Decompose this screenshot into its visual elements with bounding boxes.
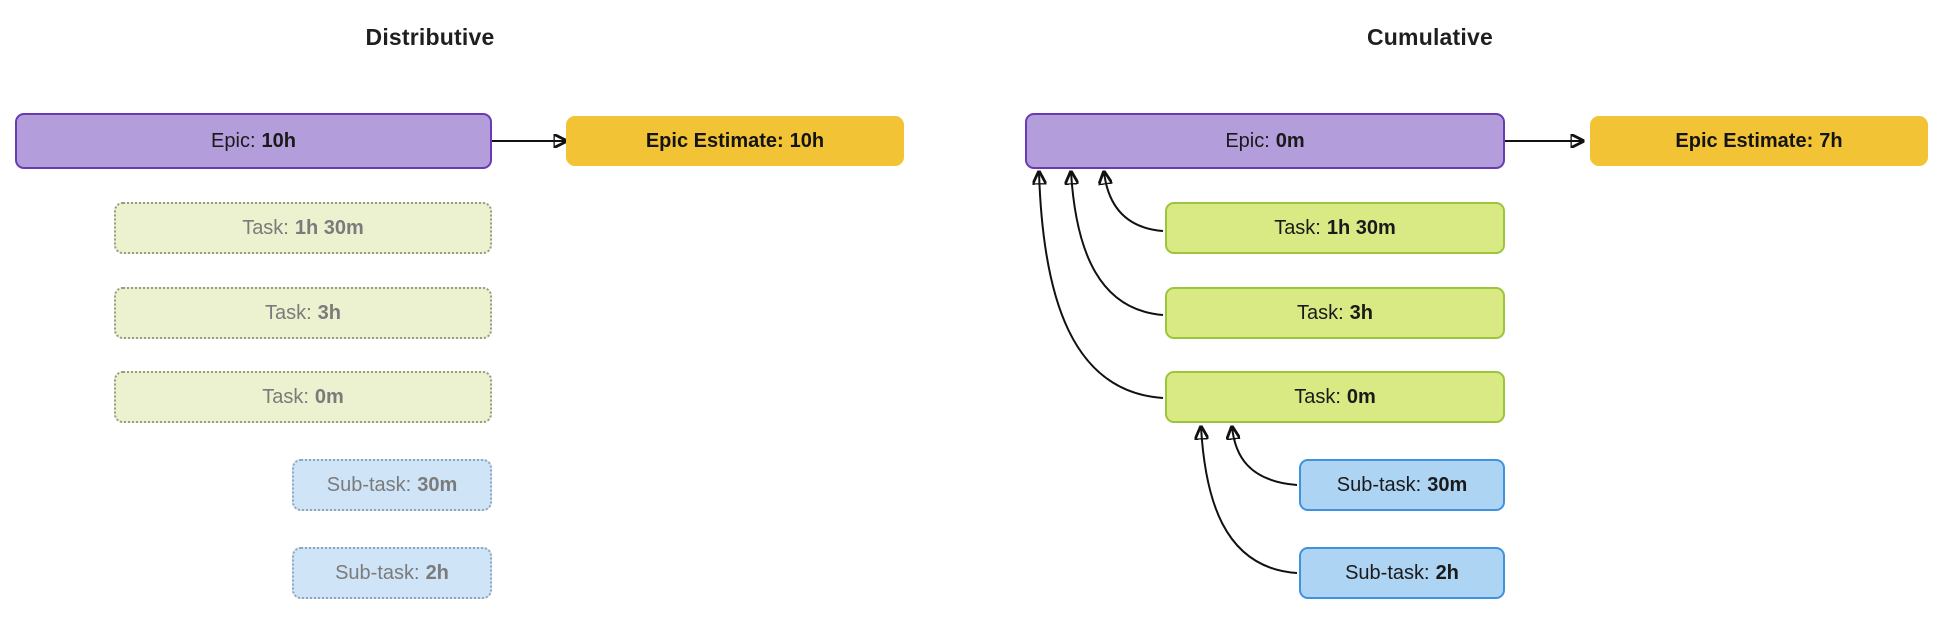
left-task-label-2: Task: <box>264 301 312 324</box>
panel-title-cumulative: Cumulative <box>1367 24 1493 50</box>
left-subtask-label-1: Sub-task: <box>326 473 412 496</box>
right-task-value-3: 0m <box>1346 385 1376 408</box>
right-task-node-2[interactable]: Task: 3h <box>1165 287 1505 339</box>
left-estimate-node[interactable]: Epic Estimate: 10h <box>566 116 904 166</box>
right-epic-value: 0m <box>1275 129 1305 152</box>
edge-subtask1-to-task3 <box>1232 427 1298 486</box>
edge-task3-to-epic <box>1039 172 1164 399</box>
right-subtask-node-1[interactable]: Sub-task: 30m <box>1299 459 1505 511</box>
left-task-label-3: Task: <box>262 385 309 408</box>
left-subtask-value-1: 30m <box>417 473 458 496</box>
right-estimate-value: 7h <box>1819 129 1843 152</box>
right-task-label-3: Task: <box>1294 385 1341 408</box>
left-estimate-label: Epic Estimate: <box>645 129 784 152</box>
edge-task1-to-epic <box>1104 172 1164 232</box>
panel-title-distributive: Distributive <box>365 24 495 50</box>
edge-task2-to-epic <box>1071 172 1164 316</box>
right-subtask-node-2[interactable]: Sub-task: 2h <box>1299 547 1505 599</box>
left-task-value-2: 3h <box>317 301 342 324</box>
left-task-value-1: 1h 30m <box>294 216 364 239</box>
right-task-label-1: Task: <box>1274 216 1321 239</box>
left-subtask-value-2: 2h <box>425 561 449 584</box>
right-subtask-label-2: Sub-task: <box>1345 561 1430 584</box>
right-task-value-1: 1h 30m <box>1326 216 1396 239</box>
left-epic-node[interactable]: Epic: 10h <box>15 113 492 169</box>
edge-subtask2-to-task3 <box>1201 427 1298 574</box>
left-estimate-value: 10h <box>789 129 825 152</box>
right-subtask-label-1: Sub-task: <box>1336 473 1422 496</box>
left-epic-value: 10h <box>261 129 296 152</box>
right-task-node-1[interactable]: Task: 1h 30m <box>1165 202 1505 254</box>
left-task-label-1: Task: <box>242 216 289 239</box>
left-task-node-2[interactable]: Task: 3h <box>114 287 492 339</box>
right-task-value-2: 3h <box>1349 301 1374 324</box>
right-subtask-value-1: 30m <box>1427 473 1468 496</box>
left-task-node-3[interactable]: Task: 0m <box>114 371 492 423</box>
right-estimate-node[interactable]: Epic Estimate: 7h <box>1590 116 1928 166</box>
right-task-label-2: Task: <box>1296 301 1344 324</box>
left-task-node-1[interactable]: Task: 1h 30m <box>114 202 492 254</box>
left-epic-label: Epic: <box>211 129 256 152</box>
right-task-node-3[interactable]: Task: 0m <box>1165 371 1505 423</box>
left-subtask-label-2: Sub-task: <box>335 561 420 584</box>
right-subtask-value-2: 2h <box>1435 561 1459 584</box>
right-epic-label: Epic: <box>1225 129 1270 152</box>
right-epic-node[interactable]: Epic: 0m <box>1025 113 1505 169</box>
right-estimate-label: Epic Estimate: <box>1675 129 1814 152</box>
left-subtask-node-2[interactable]: Sub-task: 2h <box>292 547 492 599</box>
left-task-value-3: 0m <box>314 385 344 408</box>
left-subtask-node-1[interactable]: Sub-task: 30m <box>292 459 492 511</box>
